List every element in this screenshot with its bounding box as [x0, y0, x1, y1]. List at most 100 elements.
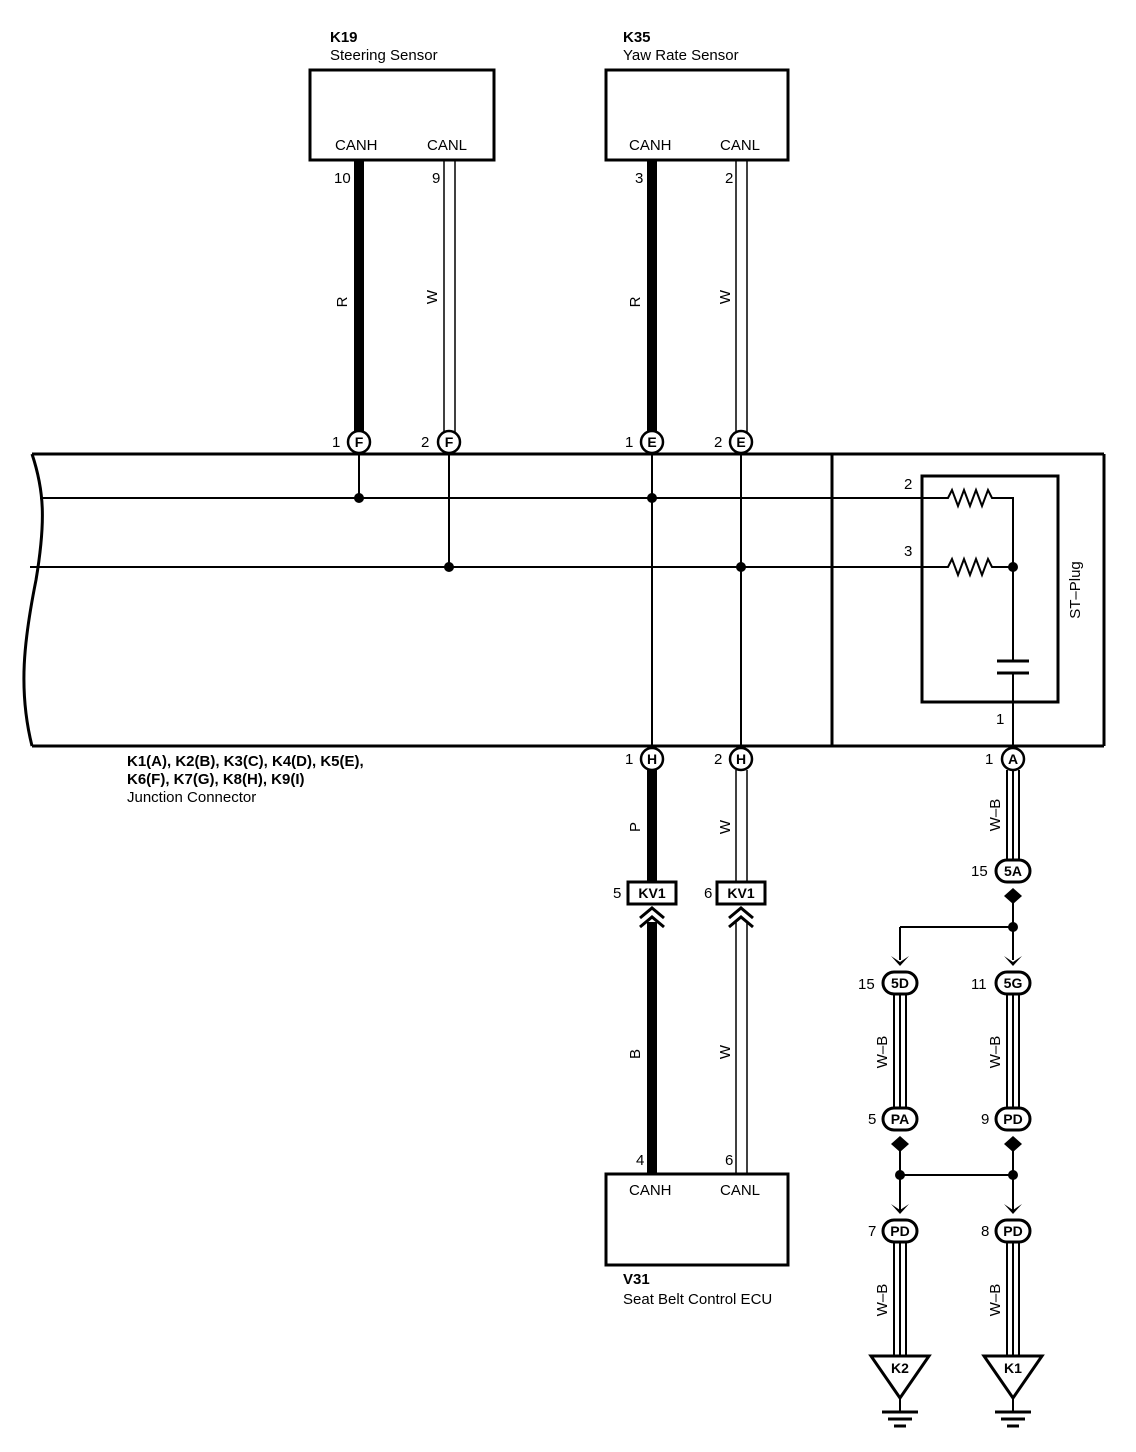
k35-pin-l: 2 [725, 170, 733, 187]
k19-canh-wire [354, 160, 364, 432]
svg-text:1: 1 [625, 751, 633, 768]
v31-id: V31 [623, 1271, 650, 1288]
junction-dot [736, 562, 746, 572]
k19-pin-l: 9 [432, 170, 440, 187]
svg-text:PD: PD [1003, 1223, 1022, 1239]
ground-right-color: W–B [987, 1036, 1004, 1069]
arrow-down-icon [1004, 1204, 1022, 1214]
svg-text:F: F [445, 434, 454, 450]
v31-canl: CANL [720, 1182, 760, 1199]
svg-text:9: 9 [981, 1111, 989, 1128]
v31-box [604, 1172, 790, 1267]
v31-upper-h-color: P [627, 822, 644, 832]
connector-e2: 2 E [714, 429, 754, 455]
k19-canl-wire [443, 160, 456, 432]
ground-k2: K2 [868, 1354, 932, 1428]
svg-text:15: 15 [858, 976, 875, 993]
ground-triangle-icon [868, 1354, 932, 1401]
connector-pd-8: 8 PD [981, 1218, 1032, 1244]
k35-canl-color: W [717, 289, 734, 304]
k35-canl-wire [735, 160, 748, 432]
k35-canh: CANH [629, 137, 672, 154]
svg-text:KV1: KV1 [638, 885, 665, 901]
svg-text:F: F [355, 434, 364, 450]
junction-dot [895, 1170, 905, 1180]
chevron-up-icon [728, 906, 754, 929]
ground-k1-color: W–B [987, 1284, 1004, 1317]
svg-text:1: 1 [985, 751, 993, 768]
ground-triangle-icon [981, 1354, 1045, 1401]
arrow-down-icon [891, 1204, 909, 1214]
svg-text:5G: 5G [1004, 975, 1023, 991]
v31-upper-l-color: W [717, 819, 734, 834]
svg-text:K2: K2 [891, 1360, 909, 1376]
connector-h1: 1 H [625, 746, 665, 772]
kv1-connector-l: 6 KV1 [704, 880, 767, 906]
ground-k1: K1 [981, 1354, 1045, 1428]
k35-yaw-rate-sensor: K35 Yaw Rate Sensor CANH CANL 3 2 [604, 29, 790, 187]
arrow-down-icon [1004, 956, 1022, 966]
svg-text:E: E [647, 434, 656, 450]
v31-lower-h-color: B [627, 1049, 644, 1059]
chevron-up-icon [639, 906, 665, 929]
k35-canh-wire [647, 160, 657, 432]
svg-text:2: 2 [714, 751, 722, 768]
v31-seat-belt-ecu: 4 6 CANH CANL V31 Seat Belt Control ECU [604, 1152, 790, 1308]
connector-5g: 11 5G [971, 970, 1032, 996]
connector-tab-icon [1004, 1136, 1022, 1152]
svg-text:11: 11 [971, 976, 987, 993]
svg-text:E: E [736, 434, 745, 450]
st-plug-pin-1: 1 [996, 711, 1004, 728]
svg-text:7: 7 [868, 1223, 876, 1240]
junction-label-line3: Junction Connector [127, 789, 256, 806]
st-plug-pin-3: 3 [904, 543, 912, 560]
svg-text:KV1: KV1 [727, 885, 754, 901]
svg-text:5: 5 [868, 1111, 876, 1128]
svg-text:K1: K1 [1004, 1360, 1022, 1376]
v31-canh: CANH [629, 1182, 672, 1199]
v31-canh-upper-wire [647, 770, 657, 882]
junction-label-line1: K1(A), K2(B), K3(C), K4(D), K5(E), [127, 753, 364, 770]
connector-f1: 1 F [332, 429, 372, 455]
svg-text:5A: 5A [1004, 863, 1022, 879]
connector-tab-icon [891, 1136, 909, 1152]
k19-canh: CANH [335, 137, 378, 154]
resistor-icon [940, 487, 1014, 567]
junction-dot [444, 562, 454, 572]
ground-left-wire [893, 994, 907, 1108]
ground-k2-color: W–B [874, 1284, 891, 1317]
svg-text:PD: PD [1003, 1111, 1022, 1127]
k19-pin-h: 10 [334, 170, 351, 187]
junction-dot [1008, 922, 1018, 932]
svg-text:2: 2 [421, 434, 429, 451]
connector-f2: 2 F [421, 429, 462, 455]
v31-canl-lower-wire [735, 922, 748, 1174]
junction-label-line2: K6(F), K7(G), K8(H), K9(I) [127, 771, 305, 788]
arrow-down-icon [891, 956, 909, 966]
svg-text:PD: PD [890, 1223, 909, 1239]
v31-lower-l-color: W [717, 1044, 734, 1059]
ground-main-wire [1006, 770, 1020, 860]
svg-text:A: A [1008, 751, 1018, 767]
svg-text:H: H [647, 751, 657, 767]
k19-canl: CANL [427, 137, 467, 154]
ground-main-color: W–B [987, 799, 1004, 832]
junction-dot [647, 493, 657, 503]
v31-canl-upper-wire [735, 770, 748, 882]
kv1-connector-h: 5 KV1 [613, 880, 678, 906]
connector-pa: 5 PA [868, 1106, 919, 1132]
svg-text:PA: PA [891, 1111, 909, 1127]
connector-pd-7: 7 PD [868, 1218, 919, 1244]
svg-text:2: 2 [714, 434, 722, 451]
st-plug-box [920, 474, 1060, 704]
svg-text:5D: 5D [891, 975, 909, 991]
ground-right-wire [1006, 994, 1020, 1108]
k35-canl: CANL [720, 137, 760, 154]
v31-pin-h: 4 [636, 1152, 644, 1169]
connector-e1: 1 E [625, 429, 665, 455]
connector-5d: 15 5D [858, 970, 919, 996]
svg-text:8: 8 [981, 1223, 989, 1240]
svg-text:1: 1 [625, 434, 633, 451]
svg-text:1: 1 [332, 434, 340, 451]
